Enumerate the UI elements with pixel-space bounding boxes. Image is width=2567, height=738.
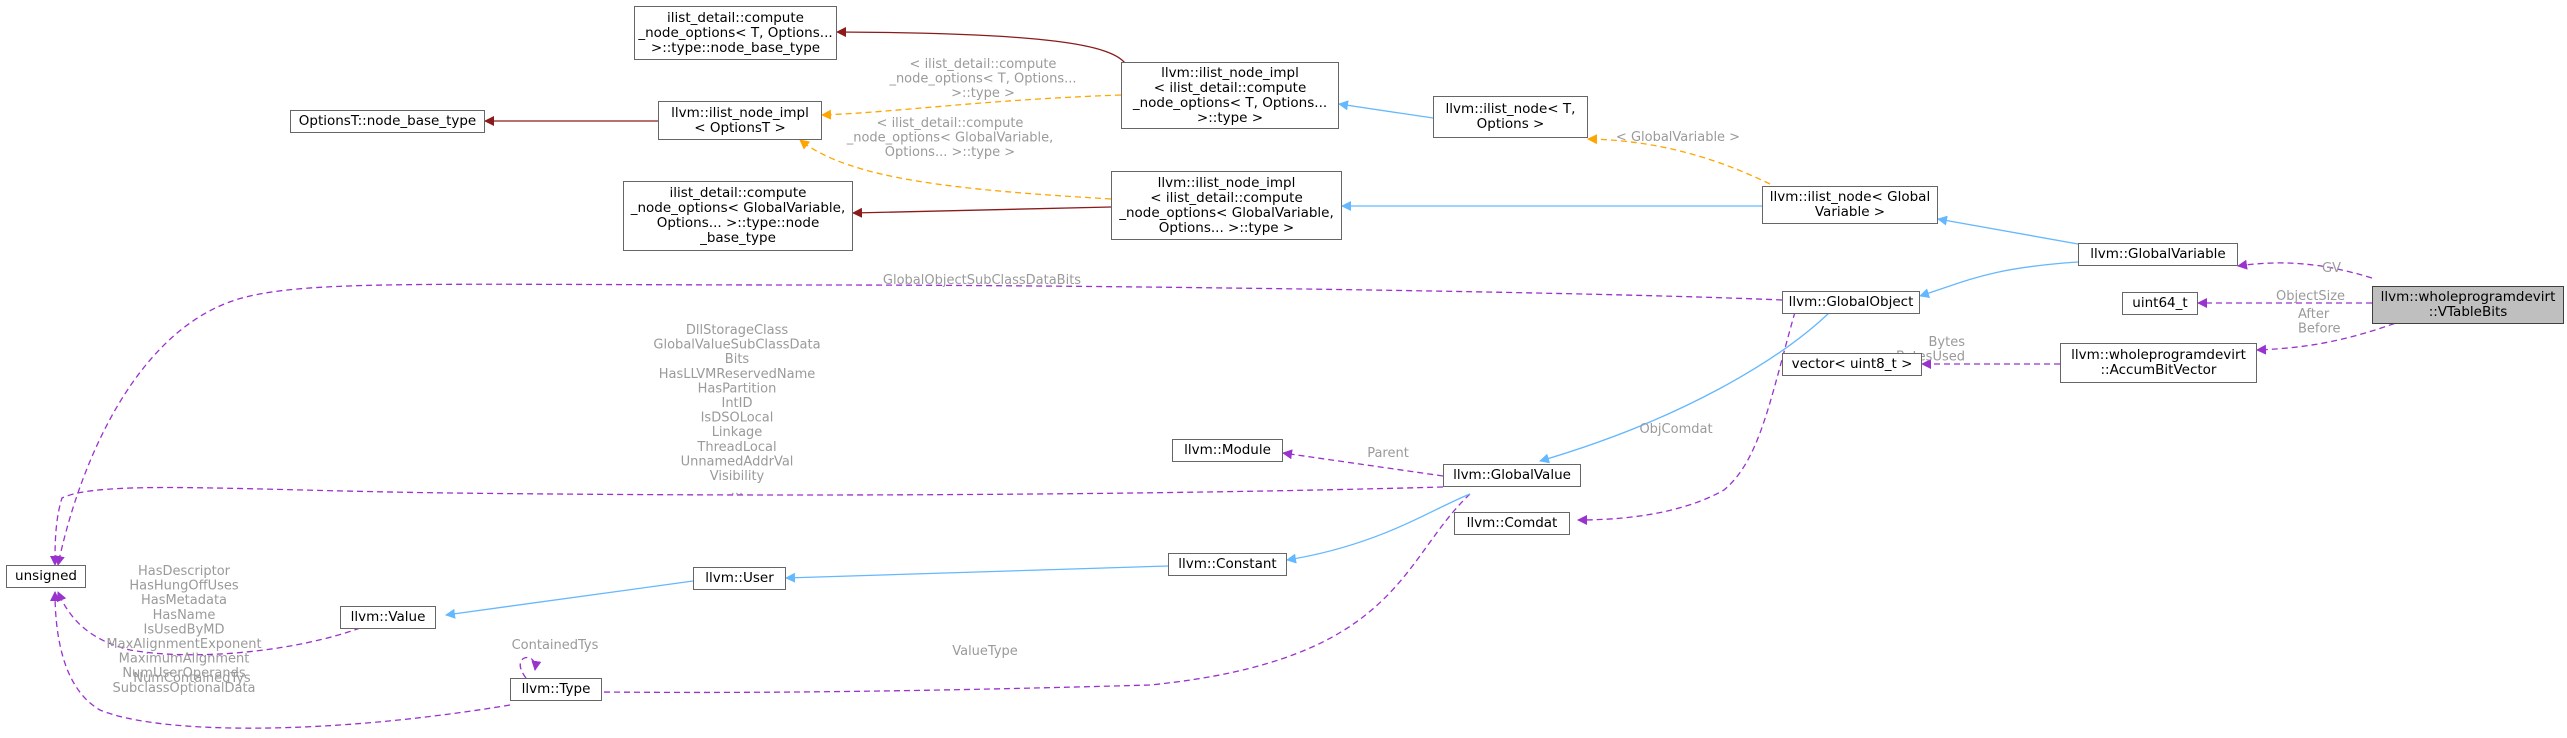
edge-globalvariable-ilistnode — [1937, 215, 2079, 245]
node-globalvariable[interactable]: llvm::GlobalVariable — [2078, 243, 2238, 266]
edge-user-value — [445, 580, 694, 619]
edge-globalvalue-constant — [1286, 493, 1471, 564]
node-ilist-node-gv[interactable]: llvm::ilist_node< Global Variable > — [1762, 186, 1938, 224]
node-value[interactable]: llvm::Value — [340, 606, 436, 629]
edge-implgv-computegv — [852, 206, 1112, 218]
edge-globalvalue-type — [585, 493, 1471, 698]
node-uint64: uint64_t — [2122, 292, 2198, 315]
edge-implgv-implopt — [799, 139, 1112, 200]
label-objcomdat: ObjComdat — [1639, 422, 1712, 437]
node-user[interactable]: llvm::User — [693, 567, 786, 590]
node-vector-uint8: vector< uint8_t > — [1782, 353, 1922, 376]
edge-globalobject-unsigned — [54, 283, 1783, 566]
label-valuetype: ValueType — [952, 644, 1018, 659]
edge-globalvalue-module — [1282, 449, 1444, 477]
edge-constant-user — [785, 565, 1169, 583]
node-unsigned: unsigned — [6, 565, 86, 588]
edge-globalobject-comdat — [1577, 311, 1796, 525]
edge-ilistnodet-implt — [1338, 100, 1434, 119]
edge-vtablebits-globalvariable — [2237, 259, 2373, 279]
label-template-t: < ilist_detail::compute_node_options< T,… — [888, 57, 1076, 101]
node-vtablebits: llvm::wholeprogramdevirt ::VTableBits — [2372, 286, 2564, 324]
label-numcontainedtys: NumContainedTys — [133, 671, 251, 686]
node-ilist-node-t[interactable]: llvm::ilist_node< T, Options > — [1433, 96, 1588, 138]
edge-globalvalue-unsigned — [50, 486, 1444, 566]
node-comdat[interactable]: llvm::Comdat — [1454, 512, 1570, 535]
edge-implt-computet — [836, 27, 1126, 64]
node-ilist-node-impl-optionst[interactable]: llvm::ilist_node_impl < OptionsT > — [658, 101, 822, 140]
label-gv: GV — [2322, 261, 2341, 276]
node-ilist-node-impl-t[interactable]: llvm::ilist_node_impl < ilist_detail::co… — [1121, 62, 1339, 129]
label-containedtys: ContainedTys — [512, 638, 599, 653]
edge-type-unsigned — [50, 591, 511, 729]
edge-vtablebits-accumbitvector — [2256, 319, 2405, 355]
node-accumbitvector[interactable]: llvm::wholeprogramdevirt ::AccumBitVecto… — [2060, 343, 2257, 383]
node-constant[interactable]: llvm::Constant — [1168, 553, 1287, 576]
edge-value-unsigned — [56, 591, 361, 656]
label-template-gv-opts: < ilist_detail::compute_node_options< Gl… — [846, 116, 1054, 160]
node-ilist-node-impl-gv[interactable]: llvm::ilist_node_impl < ilist_detail::co… — [1111, 171, 1342, 240]
node-optionst-base: OptionsT::node_base_type — [290, 110, 485, 133]
node-module[interactable]: llvm::Module — [1172, 439, 1283, 462]
node-type[interactable]: llvm::Type — [510, 678, 602, 701]
label-template-gv: < GlobalVariable > — [1616, 130, 1740, 145]
node-globalobject[interactable]: llvm::GlobalObject — [1782, 291, 1920, 314]
edge-ilistnodegv-ilistnodet — [1587, 134, 1771, 185]
edge-globalobject-globalvalue — [1539, 311, 1831, 464]
node-compute-gv-base: ilist_detail::compute _node_options< Glo… — [623, 181, 853, 251]
edge-globalvariable-globalobject — [1919, 261, 2079, 299]
edge-implt-implopt — [821, 94, 1122, 120]
label-parent: Parent — [1367, 446, 1409, 461]
node-globalvalue[interactable]: llvm::GlobalValue — [1443, 464, 1581, 487]
node-compute-t-base: ilist_detail::compute _node_options< T, … — [634, 6, 837, 60]
label-objectsize: ObjectSize — [2276, 289, 2345, 304]
label-subclassdata: GlobalObjectSubClassDataBits — [883, 273, 1081, 288]
edge-type-containedtys — [519, 656, 542, 679]
